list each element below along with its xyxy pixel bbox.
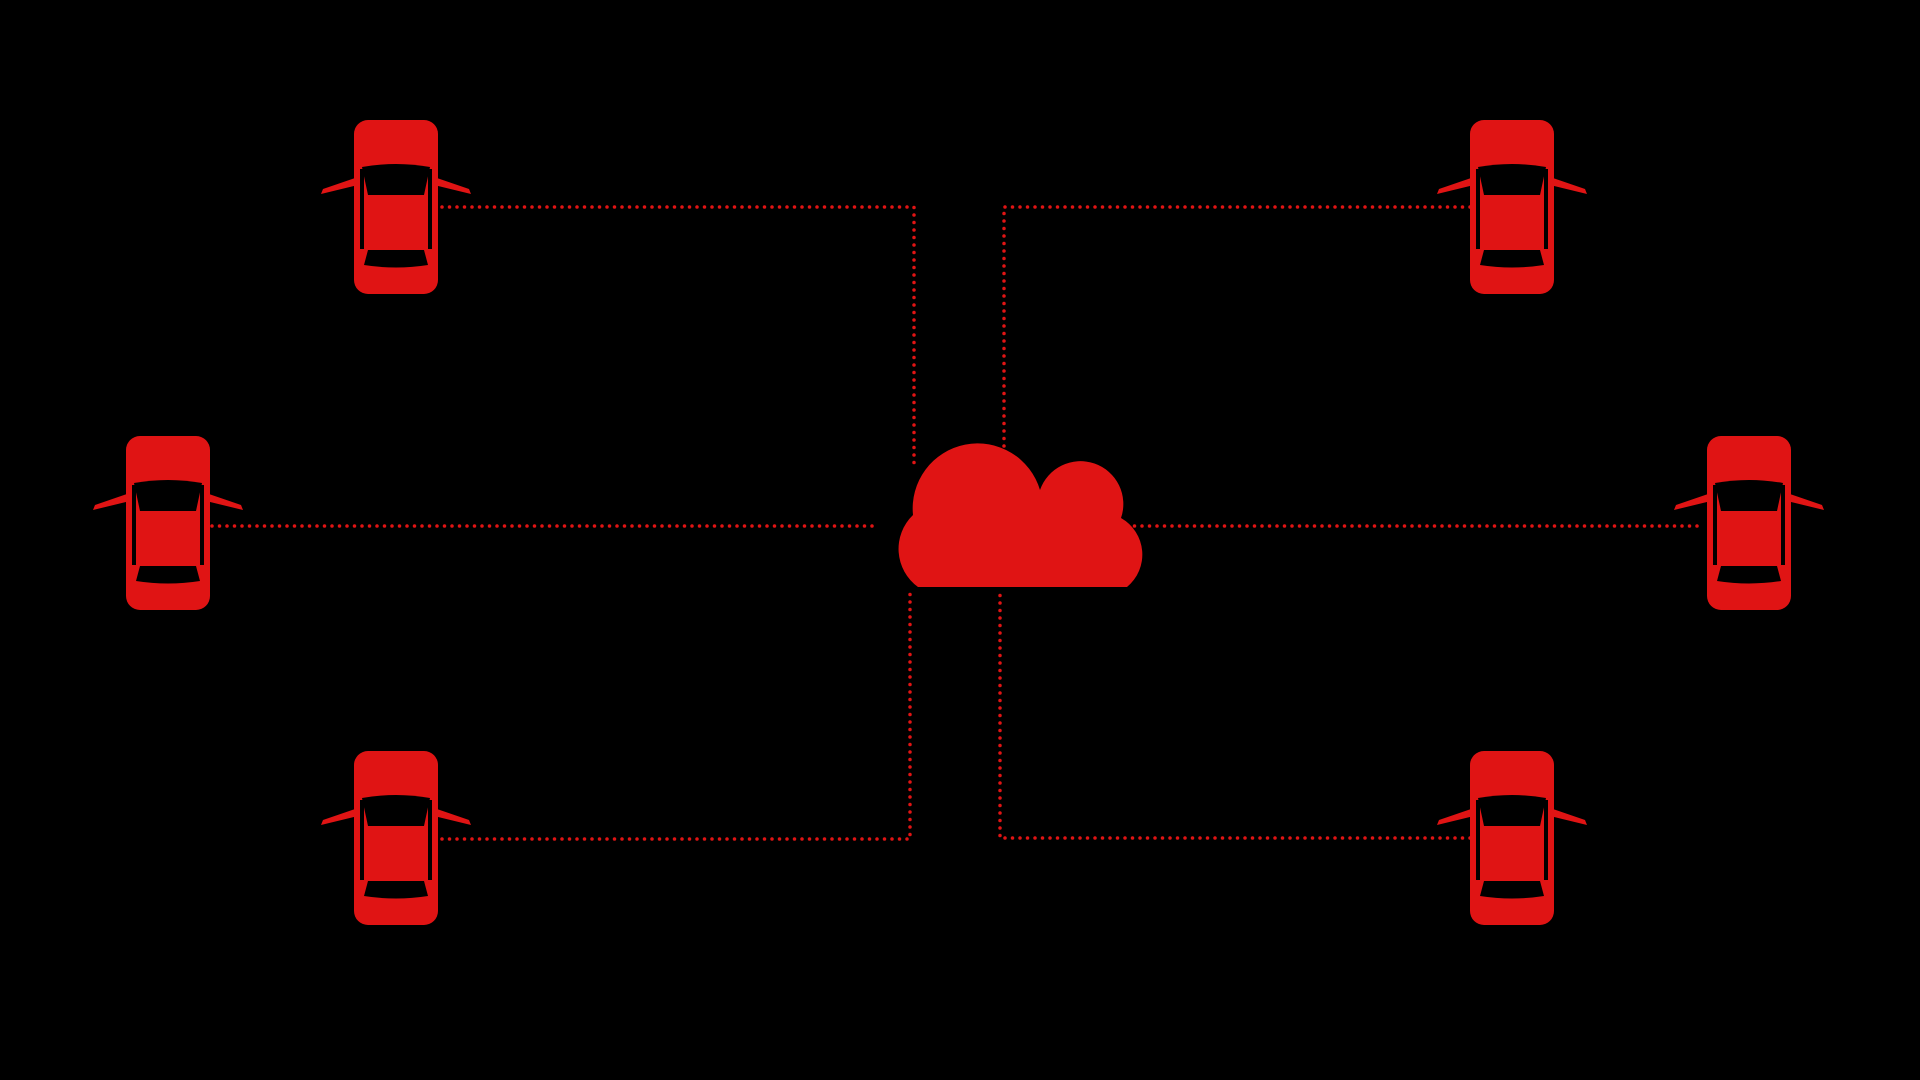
car-middle-left-car-icon [91, 434, 245, 612]
connector-line-car-bottom-right [998, 586, 1472, 840]
cloud-icon [898, 443, 1143, 587]
connector-line-car-top-right [1002, 205, 1472, 482]
car-top-right-car-icon [1435, 118, 1589, 296]
car-bottom-right-car-icon [1435, 749, 1589, 927]
connector-lines [210, 205, 1702, 841]
car-middle-right-car-icon [1672, 434, 1826, 612]
connector-line-car-top-left [440, 205, 916, 465]
connector-line-car-bottom-left [440, 586, 912, 841]
